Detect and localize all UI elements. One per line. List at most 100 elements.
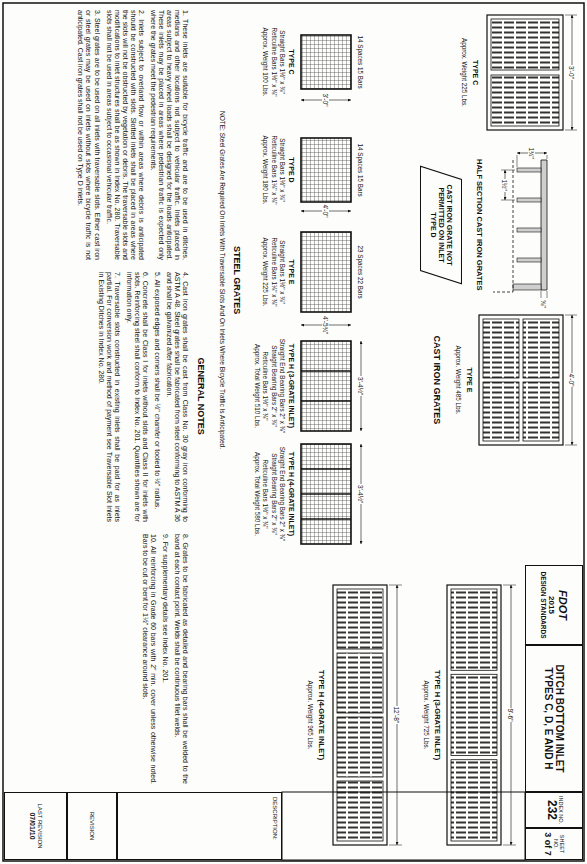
grate-title: HALF SECTION CAST IRON GRATES xyxy=(475,158,484,292)
note-box: CAST IRON GRATE NOT PERMITTED ON INLET T… xyxy=(420,165,462,285)
dimension-label: 4'-0" xyxy=(568,373,575,388)
grate-title: TYPE C xyxy=(287,10,295,114)
cell-subtext: 2015 xyxy=(547,596,556,614)
steel-grates xyxy=(301,35,351,544)
type-h-3-grate-cast-iron xyxy=(451,674,497,755)
cell-content: FDOT2015DESIGN STANDARDS xyxy=(526,566,582,644)
type-h-4-grate-cast-iron xyxy=(337,589,383,649)
revision-cell: DESCRIPTION: xyxy=(117,792,282,860)
type-e-cast-iron-grate xyxy=(483,382,519,441)
grate-title: TYPE H (3-GRATE INLET) xyxy=(287,334,295,438)
grate-spec-block: TYPE DStraight Bars 1½" x ⅜"Reticuline B… xyxy=(261,118,295,222)
type-h-3-grate-cast-iron xyxy=(447,585,501,845)
dimension-label: 1½" xyxy=(501,179,508,192)
steel-grates xyxy=(301,138,351,202)
cell-content: CAST IRON GRATE NOT PERMITTED ON INLET T… xyxy=(420,165,462,285)
dimension-label: 3'-0" xyxy=(322,93,329,108)
type-c-cast-iron-grate xyxy=(487,15,563,130)
grate-spec: Straight Bearing Bars 2" x ⅜" xyxy=(270,334,277,438)
type-c-cast-iron-grate xyxy=(491,75,559,126)
grate-title: TYPE H (4-GRATE INLET) xyxy=(317,669,326,761)
general-note: 5. All exposed edges and corners shall b… xyxy=(153,272,161,522)
dimension-label: 9'-6" xyxy=(507,708,514,723)
dimension-label: ⅝" xyxy=(540,299,547,309)
title-cell: DITCH BOTTOM INLET TYPES C, D, E AND H xyxy=(525,645,583,792)
type-h-4-grate-cast-iron xyxy=(337,717,383,777)
grate-title: TYPE D xyxy=(287,118,295,222)
grate-spec: Approx. Weight 965 Lbs. xyxy=(307,680,314,751)
cell-subtext: 232 xyxy=(544,800,558,820)
type-e-cast-iron-grate xyxy=(483,319,519,378)
notes-column: 1. These inlets are suitable for bicycle… xyxy=(72,10,189,260)
general-note: 8. Grates to be fabricated as detailed a… xyxy=(173,534,189,784)
grate-spec: Reticuline Bars 1⅛" x ⅜" xyxy=(270,220,277,324)
revision-cell: LAST REVISION07/01/10 xyxy=(4,792,67,860)
half-section-detail xyxy=(513,284,541,290)
half-section-detail xyxy=(541,291,542,298)
type-c-cast-iron-grate xyxy=(491,19,559,70)
steel-grate-bands xyxy=(301,370,351,372)
cell-subtext: DESIGN STANDARDS xyxy=(539,571,546,638)
grate-spec: Straight Bars 1½" x ⅜" xyxy=(279,220,286,324)
type-h-4-grate-cast-iron xyxy=(389,845,402,846)
general-note: 6. Concrete shall be Class I for inlets … xyxy=(125,272,149,522)
dimension-label: 12'-8" xyxy=(393,706,400,725)
cell-text: CAST IRON GRATE NOT PERMITTED ON INLET T… xyxy=(429,179,453,271)
section-heading: GENERAL NOTES xyxy=(196,357,206,436)
title-block-strip xyxy=(282,792,525,860)
cell-content: SHEET NO.3 of 7 xyxy=(526,829,582,859)
steel-grate-dimensions xyxy=(301,100,361,544)
grate-spec-block: TYPE H (4-GRATE INLET)Straight End Beari… xyxy=(253,442,295,546)
type-h-4-grate-cast-iron xyxy=(337,781,383,841)
half-section-detail xyxy=(501,200,515,201)
general-note: 9. For supplementary details see Index N… xyxy=(161,534,169,784)
grate-spec: Straight Bars 1½" x ⅜" xyxy=(279,10,286,114)
cell-content: DESCRIPTION: xyxy=(118,793,281,859)
section-heading: CAST IRON GRATES xyxy=(432,335,442,426)
grate-spec: Approx. Total Weight 510 Lbs. xyxy=(254,334,261,438)
grate-spec: Reticuline Bars 1½" x ⅜" xyxy=(262,442,269,546)
grate-spec: Straight End Bearing Bars 2" x ⅜" xyxy=(279,334,286,438)
cell-content: INDEX NO.232 xyxy=(526,793,582,827)
cell-content: LAST REVISION07/01/10 xyxy=(5,793,66,859)
type-h-4-grate-cast-iron xyxy=(333,585,387,845)
general-note: 7. Traversable slots constructed in exis… xyxy=(97,272,121,522)
general-note: 10. All reinforcing in Grade 60 bars wit… xyxy=(141,534,157,784)
half-section-detail xyxy=(547,291,548,298)
grate-spec: 14 Spaces 15 Bars xyxy=(357,35,364,90)
cell-content: REVISION xyxy=(68,793,116,859)
notes-column: 8. Grates to be fabricated as detailed a… xyxy=(137,534,189,784)
grate-spec: Reticuline Bars 1⅛" x ⅜" xyxy=(270,118,277,222)
grate-title: TYPE H (4-GRATE INLET) xyxy=(287,442,295,546)
grate-spec: Reticuline Bars 1½" x ⅜" xyxy=(270,10,277,114)
cell-text: FDOT xyxy=(556,590,569,620)
cell-text: REVISION xyxy=(89,812,96,841)
half-section-detail xyxy=(547,155,548,159)
type-h-3-grate-cast-iron xyxy=(503,585,516,586)
steel-grates xyxy=(301,341,351,431)
cell-text: DITCH BOTTOM INLET TYPES C, D, E AND H xyxy=(543,648,566,789)
note-box-outline xyxy=(420,166,461,284)
type-e-cast-iron-grate xyxy=(565,445,577,446)
sheet-border xyxy=(3,3,584,861)
half-section-detail xyxy=(493,160,513,292)
steel-grate-bands xyxy=(301,493,351,495)
grate-spec: 23 Spaces 22 Bars xyxy=(357,245,364,300)
steel-grate-bands xyxy=(301,518,351,520)
revision-cell: REVISION xyxy=(67,792,117,860)
type-h-4-grate-cast-iron xyxy=(389,585,402,586)
grate-spec: Approx. Weight 725 Lbs. xyxy=(423,680,430,751)
half-section-detail xyxy=(493,153,547,298)
grate-spec: 14 Spaces 15 Bars xyxy=(357,143,364,198)
type-e-cast-iron-grate xyxy=(479,315,563,445)
section-heading: STEEL GRATES xyxy=(232,245,242,315)
type-h-3-grate-cast-iron xyxy=(503,845,516,846)
half-section-detail xyxy=(541,160,547,290)
index-cell: INDEX NO.232 xyxy=(525,792,583,828)
general-note: 3. Steel grates are to be used on all in… xyxy=(76,10,100,260)
type-e-cast-iron-grate xyxy=(565,315,577,316)
type-e-cast-iron-grate xyxy=(523,382,559,441)
type-e-cast-iron-grate xyxy=(479,315,577,445)
notes-column: 4. Cast iron grates shall be cast from C… xyxy=(93,272,189,522)
dimension-label: 4'-0" xyxy=(322,204,329,219)
